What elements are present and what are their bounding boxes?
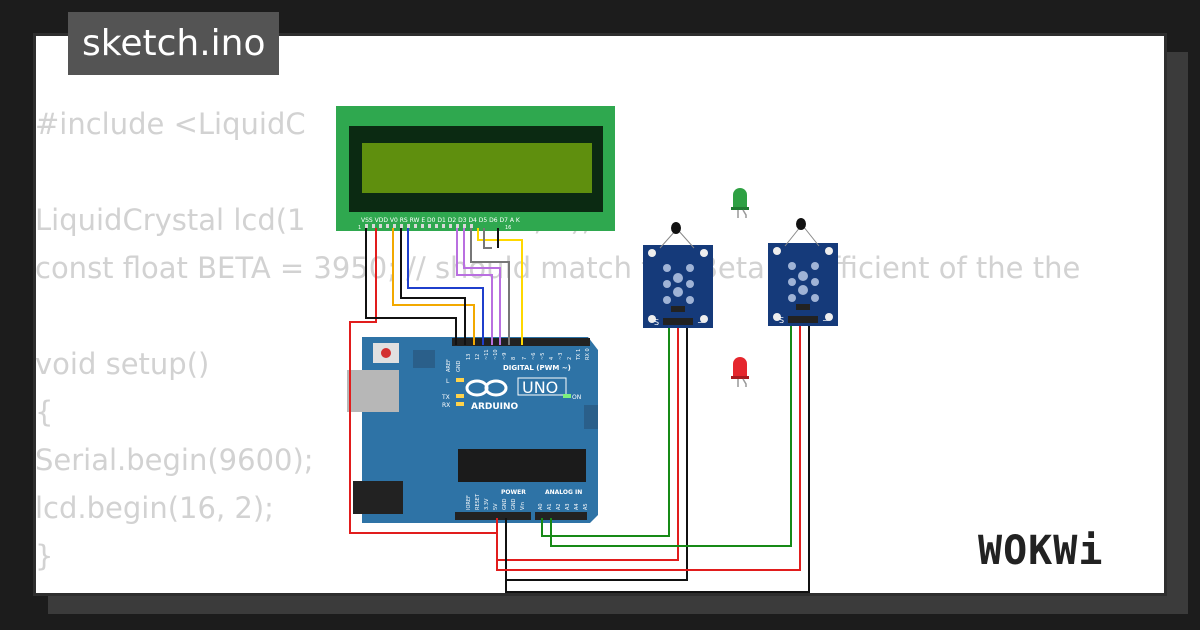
lcd-display[interactable]: VSS VDD V0 RS RW E D0 D1 D2 D3 D4 D5 D6 … (336, 106, 615, 231)
arduino-brand: ARDUINO (471, 402, 519, 412)
sensor-minus-label: − (697, 318, 704, 327)
wire-rs (392, 228, 475, 345)
digital-pin-label: ~11 (484, 349, 490, 360)
l-label: L (446, 378, 450, 385)
code-background: #include <LiquidC LiquidCrystal lcd(1 co… (35, 70, 1080, 573)
analog-pin-label: A5 (583, 503, 589, 510)
digital-pin-label: ~6 (531, 353, 537, 360)
wire-sensor1-signal (541, 325, 670, 537)
analog-pin-label: A1 (547, 503, 553, 510)
wire-gnd-lcd (365, 228, 457, 345)
analog-pin-label: A2 (556, 503, 562, 510)
arduino-logo (465, 379, 508, 397)
analog-pin-label: A0 (538, 503, 544, 510)
power-pin-label: GND (511, 498, 517, 510)
wire-sensor2-vcc (496, 325, 801, 571)
thermistor-icon (796, 218, 806, 230)
on-label: ON (572, 394, 581, 401)
wire-sensor1-vcc (496, 325, 679, 561)
wire-d6 (470, 228, 510, 345)
tx-label: TX (441, 394, 450, 401)
digital-pin-label: ~9 (502, 353, 508, 360)
power-pin-label: GND (502, 498, 508, 510)
lcd-pin-last: 16 (505, 225, 511, 231)
digital-pin-label: 4 (549, 357, 555, 360)
wire-rw (400, 228, 466, 345)
code-line: } (35, 539, 54, 573)
wire-sensor2-gnd (505, 325, 810, 593)
wire-d4 (456, 228, 493, 345)
wire-e (407, 228, 484, 345)
digital-pin-label: ~10 (493, 349, 499, 360)
lcd-pin-first: 1 (358, 225, 361, 231)
arduino-model: UNO (522, 378, 558, 397)
sensor-signal-label: S (779, 316, 784, 325)
analog-label: ANALOG IN (545, 489, 582, 496)
code-line: #include <LiquidC (35, 107, 306, 141)
atmega-chip (458, 449, 586, 482)
digital-pin-label: 13 (466, 354, 472, 360)
thermistor-icon (671, 222, 681, 234)
wokwi-logo: WOKWi (978, 528, 1104, 574)
wire-sensor2-signal (550, 325, 792, 547)
digital-pin-label: 2 (567, 357, 573, 360)
rx-label: RX (442, 402, 450, 409)
digital-pin-label: 8 (511, 357, 517, 360)
digital-pin-label: TX 1 (576, 349, 582, 361)
sensor-minus-label: − (822, 316, 829, 325)
wire-a (483, 228, 492, 249)
digital-pin-label: ~3 (558, 353, 564, 360)
digital-pin-label: 7 (522, 357, 528, 360)
code-line: Serial.begin(9600); (35, 443, 314, 477)
arduino-uno-board[interactable]: ARDUINO UNO DIGITAL (PWM ~) ON L TX RX P… (347, 337, 598, 523)
lcd-pin-labels: VSS VDD V0 RS RW E D0 D1 D2 D3 D4 D5 D6 … (361, 217, 521, 224)
aref-label: AREF (446, 359, 452, 372)
power-pin-label: IOREF (466, 495, 472, 510)
file-title: sketch.ino (68, 12, 280, 75)
power-pin-label: Vin (520, 502, 526, 510)
power-label: POWER (501, 489, 526, 496)
code-line: lcd.begin(16, 2); (35, 491, 274, 525)
digital-header-label: DIGITAL (PWM ~) (503, 364, 571, 372)
digital-pin-label: ~5 (540, 353, 546, 360)
sensor-signal-label: S (654, 318, 659, 327)
wires (349, 228, 810, 593)
ntc-sensor-module-2[interactable]: S − (768, 218, 838, 326)
code-line: void setup() (35, 347, 210, 381)
power-pin-label: 5V (493, 503, 499, 510)
green-led[interactable] (731, 188, 749, 218)
digital-pin-label: RX 0 (585, 348, 591, 360)
wire-sensor1-gnd (505, 325, 688, 581)
power-pin-label: 3.3V (484, 498, 490, 510)
digital-pin-label: 12 (475, 354, 481, 360)
reset-button[interactable] (381, 348, 391, 358)
wire-d7 (477, 228, 523, 345)
wire-d5 (463, 228, 501, 345)
code-line: LiquidCrystal lcd(1 (35, 203, 306, 237)
code-line: { (35, 395, 54, 429)
power-pin-label: RESET (475, 493, 481, 510)
gnd-label: GND (456, 360, 462, 372)
red-led[interactable] (731, 357, 749, 387)
analog-pin-label: A4 (574, 503, 580, 510)
ntc-sensor-module-1[interactable]: S − (643, 222, 713, 328)
analog-pin-label: A3 (565, 503, 571, 510)
